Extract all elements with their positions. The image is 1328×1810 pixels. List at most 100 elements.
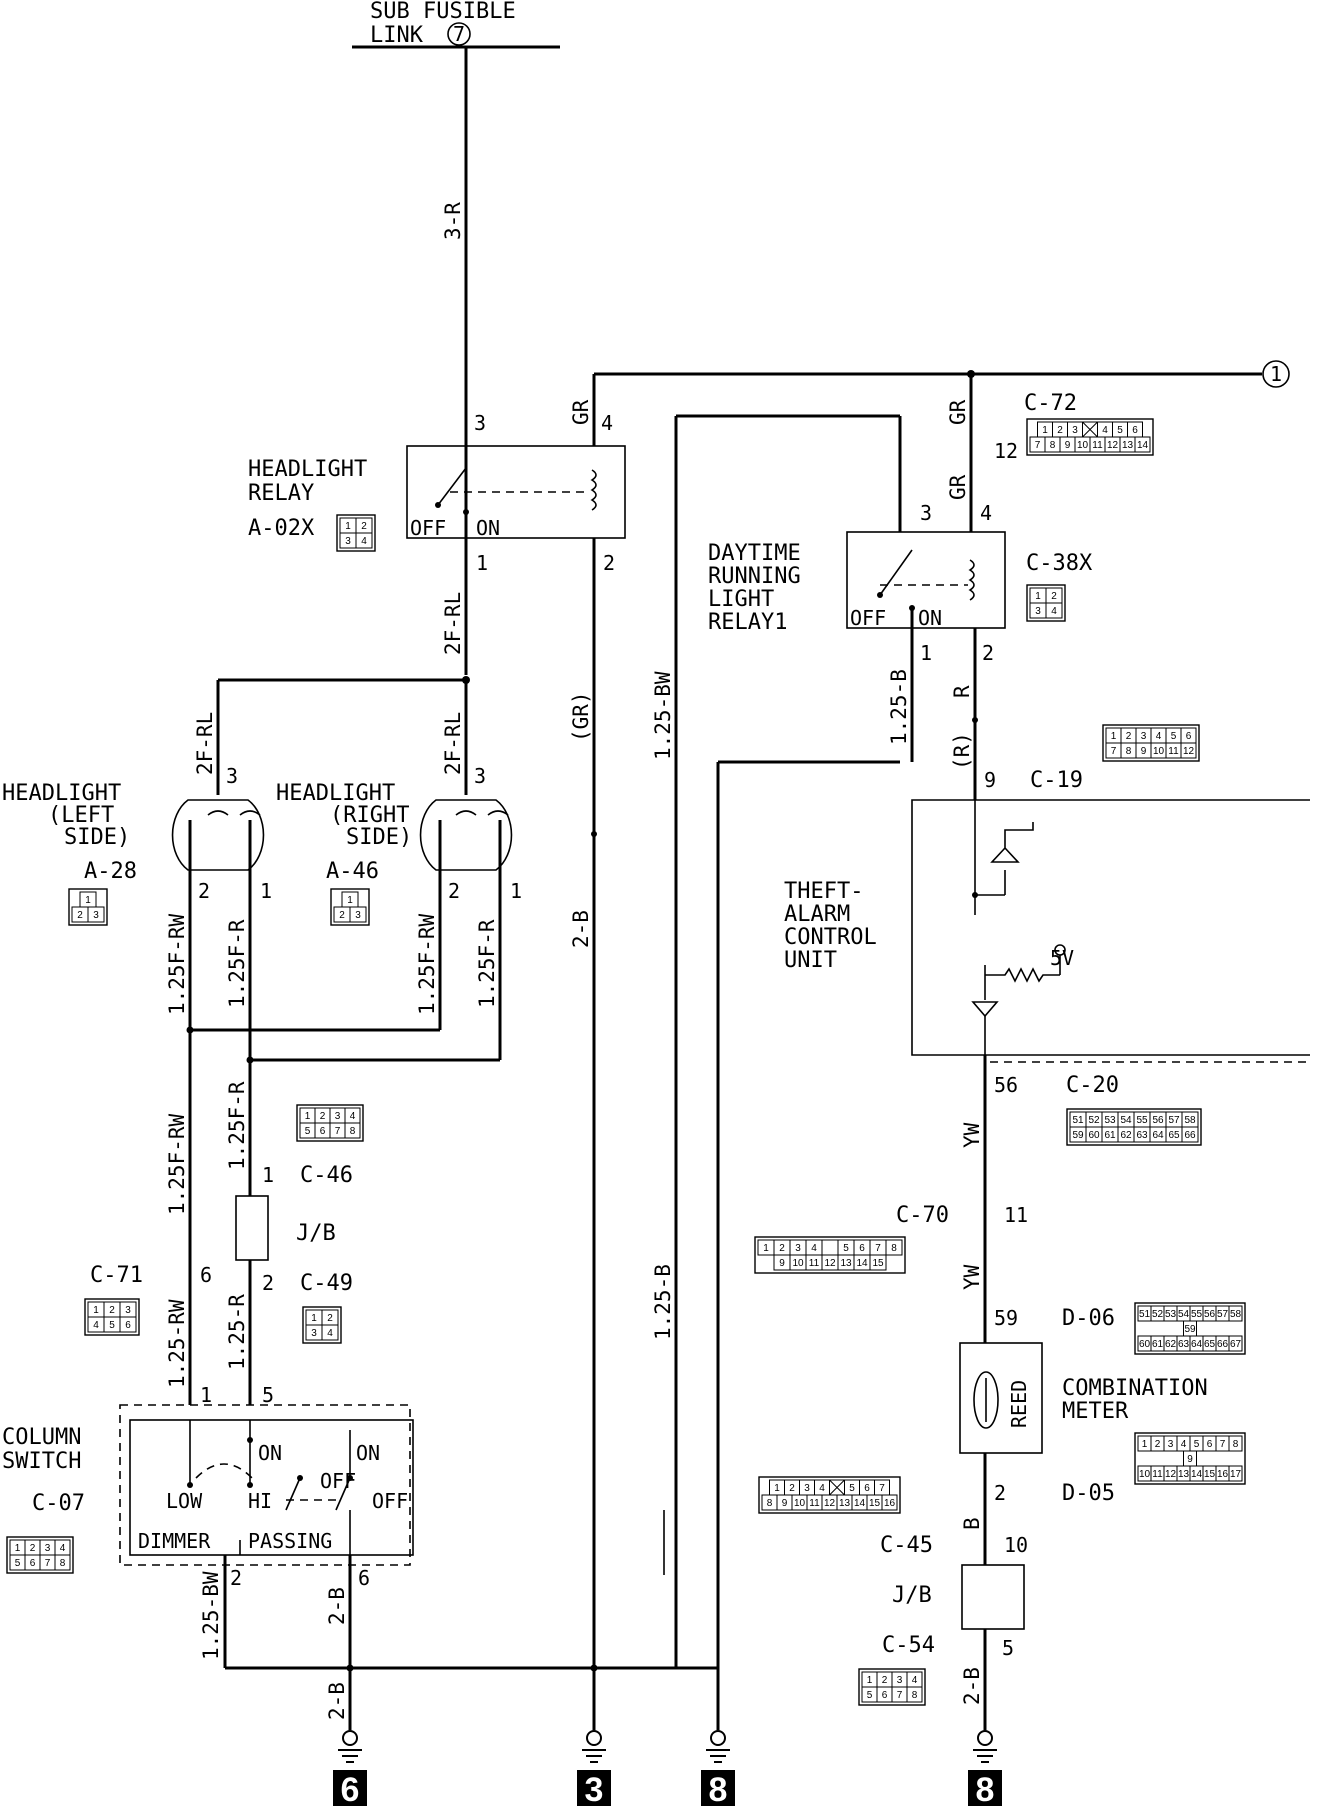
connector-frame — [330, 888, 370, 926]
theft-alarm-control-unit: 5V THEFT- ALARM CONTROL UNIT — [784, 799, 1310, 1063]
connector-pin-number: 2 — [361, 521, 367, 532]
theft-unit-label-4: UNIT — [784, 948, 837, 973]
connector-pin-number: 1 — [1042, 425, 1048, 436]
c19-label: C-19 — [1030, 768, 1083, 793]
connector-pin-number: 10 — [1139, 1469, 1151, 1480]
connector-pin-number: 5 — [867, 1690, 873, 1701]
drl-relay-pin3: 3 — [920, 501, 932, 525]
connector-pin-number: 16 — [884, 1498, 896, 1509]
connector-pin-number: 54 — [1120, 1115, 1132, 1126]
connector-pin-number: 64 — [1152, 1130, 1164, 1141]
connector-pin-number: 4 — [819, 1483, 825, 1494]
connector-pin-number: 13 — [1122, 440, 1134, 451]
headlight-relay-label-1: HEADLIGHT — [248, 457, 367, 482]
meter-pin2: 2 — [994, 1481, 1006, 1505]
connector-pin-number: 8 — [891, 1243, 897, 1254]
ground-terminal — [977, 1730, 993, 1746]
headlight-relay-label-2: RELAY — [248, 481, 314, 506]
connector-cell — [344, 1122, 361, 1139]
connector-pin-number: 10 — [1077, 440, 1089, 451]
meter-pin59: 59 — [994, 1306, 1018, 1330]
col-switch-low: LOW — [166, 1489, 203, 1513]
connector-pin-number: 4 — [1051, 606, 1057, 617]
connector-pin-number: 53 — [1104, 1115, 1116, 1126]
connector-frame — [6, 1536, 74, 1574]
jb-right-label: J/B — [892, 1583, 932, 1608]
connector-pin-number: 1 — [867, 1675, 873, 1686]
headlight-relay-pin2: 2 — [603, 551, 615, 575]
headlight-right-connector: A-46 — [326, 859, 379, 884]
connector-pin-number: 63 — [1178, 1339, 1190, 1350]
drl-relay-pin2: 2 — [982, 641, 994, 665]
connector-pin-number: 4 — [811, 1243, 817, 1254]
connector-frame — [1134, 1302, 1246, 1355]
wire-gr-c: GR — [946, 474, 970, 500]
connector-pin-number: 9 — [1187, 1454, 1193, 1465]
connector-pin-number: 58 — [1230, 1309, 1242, 1320]
ground-symbol — [582, 1749, 606, 1763]
connector-pin-number: 14 — [1137, 440, 1149, 451]
connector-pin-number: 55 — [1136, 1115, 1148, 1126]
headlight-right-pin1: 1 — [510, 879, 522, 903]
connector-pin-number: 8 — [60, 1558, 66, 1569]
connector-cell — [881, 1494, 898, 1511]
theft-unit-label-1: THEFT- — [784, 879, 863, 904]
connector-pin-number: 4 — [361, 536, 367, 547]
connector-pin-number: 4 — [1156, 731, 1162, 742]
fusible-link-label-1: SUB FUSIBLE — [370, 0, 516, 24]
connector-pin-number: 9 — [779, 1258, 785, 1269]
wire-yw-a: YW — [960, 1122, 984, 1148]
connector-pin-number: 3 — [897, 1675, 903, 1686]
headlight-relay-pin4: 4 — [601, 411, 613, 435]
ground-number: 8 — [709, 1771, 728, 1809]
jb-right-conn-bot: C-54 — [882, 1633, 935, 1658]
drl-relay-connector: C-38X — [1026, 551, 1093, 576]
connector-cell — [885, 1239, 903, 1256]
connector-frame — [84, 1298, 140, 1336]
ground-terminal — [586, 1730, 602, 1746]
jb-left-pin2: 2 — [262, 1271, 274, 1295]
wire-2b-mid: 2-B — [569, 910, 593, 948]
connector-pin-number: 14 — [854, 1498, 866, 1509]
ground-number-box — [577, 1770, 611, 1806]
headlight-right-pin3: 3 — [474, 764, 486, 788]
col-switch-passing: PASSING — [248, 1529, 332, 1553]
connector-pin-number: 3 — [345, 536, 351, 547]
connector-blank-cross — [1082, 421, 1098, 438]
connector-pin-number: 2 — [882, 1675, 888, 1686]
connector-pin-number: 14 — [856, 1258, 868, 1269]
wire-bw-col: 1.25-BW — [199, 1571, 223, 1660]
connector-pin-number: 11 — [1092, 440, 1103, 451]
connector-cell — [1228, 1465, 1243, 1482]
connector-pin-number: 9 — [1141, 746, 1147, 757]
connector-cell — [1181, 1126, 1199, 1143]
wire-r-drl: R — [950, 685, 974, 698]
wire-rw-low: 1.25-RW — [165, 1299, 189, 1388]
drl-relay-label-3: LIGHT — [708, 587, 774, 612]
connector-pin-number: 56 — [1204, 1309, 1216, 1320]
connector-pin-number: 2 — [77, 910, 83, 921]
sub-fusible-link: SUB FUSIBLE LINK 7 — [352, 0, 560, 49]
connector-pin-number: 7 — [875, 1243, 881, 1254]
wire-2frl-c: 2F-RL — [441, 712, 465, 775]
connector-pin-number: 3 — [93, 910, 99, 921]
ground-4: 8 — [968, 1730, 1002, 1809]
connector-pin-number: 5 — [843, 1243, 849, 1254]
connector-pin-number: 62 — [1120, 1130, 1132, 1141]
connector-pin-number: 57 — [1168, 1115, 1180, 1126]
connector-frame — [1026, 584, 1066, 622]
connector-pin-number: 10 — [792, 1258, 804, 1269]
connector-pin-number: 63 — [1136, 1130, 1148, 1141]
connector-frame — [1066, 1108, 1202, 1146]
meter-reed: REED — [1007, 1380, 1031, 1428]
connector-pin-number: 2 — [1051, 591, 1057, 602]
